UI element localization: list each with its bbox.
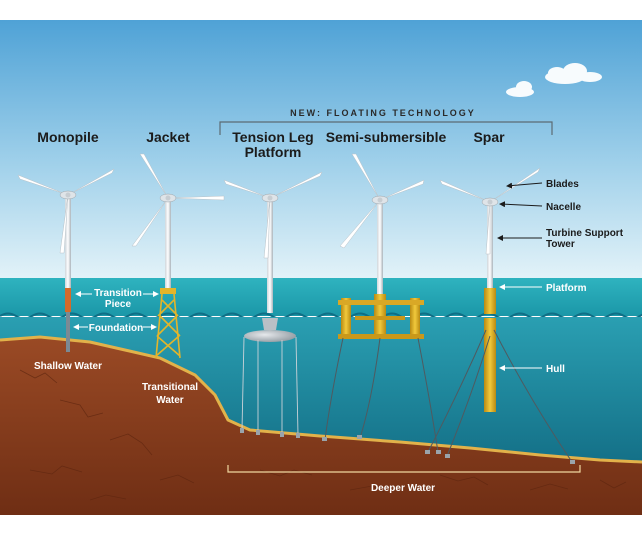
semi-submersible-turbine [322, 153, 441, 454]
label-shallow-water: Shallow Water [34, 361, 102, 372]
floating-tech-bracket [219, 121, 553, 135]
title-monopile: Monopile [37, 129, 99, 145]
seabed-edge [0, 335, 642, 464]
label-transitional-line2: Water [156, 395, 184, 406]
seabed-texture [19, 369, 627, 501]
title-semi-submersible: Semi-submersible [326, 129, 447, 145]
deeper-water-bracket [227, 465, 581, 473]
label-hull: Hull [546, 364, 565, 375]
sky [0, 20, 642, 278]
cloud-top-right [545, 63, 602, 84]
monopile-turbine [17, 168, 115, 352]
sea-surface [0, 278, 642, 316]
label-transition-line2: Piece [105, 299, 132, 310]
title-tlp-line1: Tension Leg [232, 129, 313, 145]
floating-tech-header: NEW: FLOATING TECHNOLOGY [290, 108, 476, 118]
jacket-turbine [131, 153, 225, 359]
label-foundation: Foundation [89, 323, 143, 334]
nacelle-pointer [499, 201, 543, 208]
label-tower-line2: Tower [546, 239, 575, 250]
label-deeper-water: Deeper Water [371, 483, 435, 494]
label-nacelle: Nacelle [546, 202, 581, 213]
label-platform: Platform [546, 283, 587, 294]
bottom-margin [0, 515, 642, 535]
label-tower-line1: Turbine Support [546, 228, 624, 239]
title-jacket: Jacket [146, 129, 190, 145]
seabed [0, 337, 642, 515]
blades-pointer [506, 182, 543, 189]
label-transitional-line1: Transitional [142, 382, 198, 393]
label-blades: Blades [546, 179, 579, 190]
label-transition-line1: Transition [94, 288, 142, 299]
cloud-mid-right [506, 81, 534, 97]
title-tlp-line2: Platform [245, 144, 302, 160]
tlp-turbine [223, 171, 323, 438]
title-spar: Spar [473, 129, 505, 145]
wave-line [0, 312, 642, 320]
